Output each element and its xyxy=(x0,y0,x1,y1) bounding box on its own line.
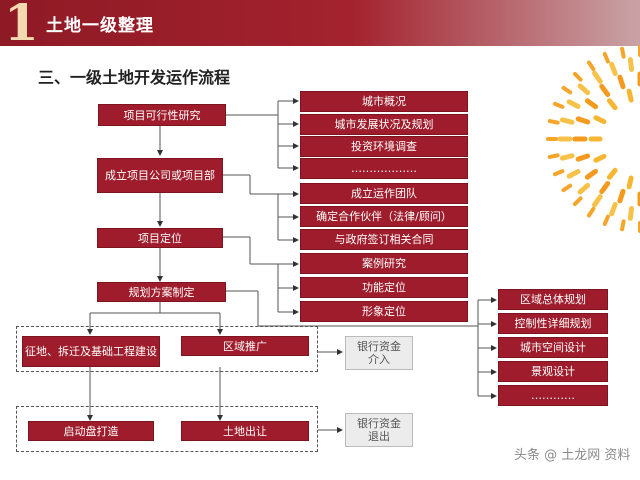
company-setup-box: 成立项目公司或项目部 xyxy=(97,158,223,193)
land-sale-box: 土地出让 xyxy=(181,421,309,441)
middle-item: 功能定位 xyxy=(300,277,468,298)
construction-group xyxy=(16,326,318,372)
header-number: 1 xyxy=(4,0,39,52)
middle-item: ……………… xyxy=(300,158,468,179)
bank-funds-in-box: 银行资金介入 xyxy=(345,336,413,370)
right-item: 城市空间设计 xyxy=(498,337,608,358)
launch-group xyxy=(16,406,318,452)
middle-item: 与政府签订相关合同 xyxy=(300,229,468,250)
middle-item: 城市发展状况及规划 xyxy=(300,114,468,135)
header-title: 土地一级整理 xyxy=(46,16,154,36)
planning-scheme-box: 规划方案制定 xyxy=(97,282,226,302)
middle-item: 确定合作伙伴（法律/顾问） xyxy=(300,206,468,227)
right-item: 景观设计 xyxy=(498,361,608,382)
right-item: 区域总体规划 xyxy=(498,289,608,310)
middle-item: 投资环境调查 xyxy=(300,136,468,157)
area-promotion-box: 区域推广 xyxy=(181,336,309,356)
sun-decoration-icon xyxy=(546,45,640,233)
right-item: 控制性详细规划 xyxy=(498,313,608,334)
launch-project-box: 启动盘打造 xyxy=(28,421,154,441)
middle-item: 形象定位 xyxy=(300,301,468,322)
middle-item: 成立运作团队 xyxy=(300,183,468,204)
middle-item: 城市概况 xyxy=(300,91,468,112)
project-positioning-box: 项目定位 xyxy=(97,228,223,248)
watermark: 头条 @ 土龙网 资料 xyxy=(514,448,631,463)
middle-item: 案例研究 xyxy=(300,253,468,274)
bank-funds-out-box: 银行资金退出 xyxy=(345,413,413,447)
section-title: 三、一级土地开发运作流程 xyxy=(38,68,231,87)
header-bar: 1 土地一级整理 xyxy=(0,0,640,50)
right-item: ………… xyxy=(498,385,608,406)
land-acquisition-box: 征地、拆迁及基础工程建设 xyxy=(22,336,160,367)
feasibility-study-box: 项目可行性研究 xyxy=(98,104,226,126)
